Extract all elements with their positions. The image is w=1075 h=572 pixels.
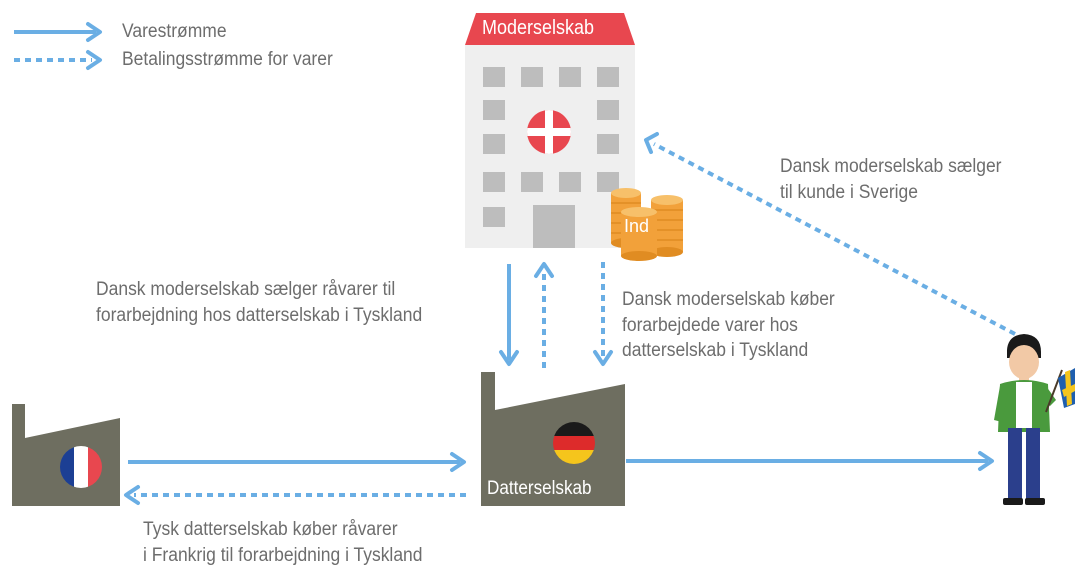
person-icon xyxy=(994,334,1075,505)
building-door xyxy=(533,205,575,248)
building-window xyxy=(483,207,505,227)
legend-solid-arrow xyxy=(14,22,102,42)
legend-dotted-label: Betalingsstrømme for varer xyxy=(122,49,333,70)
arrow-france-to-subsidiary xyxy=(128,452,466,472)
arrow-payment-up xyxy=(534,262,554,368)
annotation-line: Dansk moderselskab sælger xyxy=(780,156,1002,177)
building-window xyxy=(483,172,505,192)
arrow-raw-materials-down xyxy=(499,264,519,366)
annotation-parent-to-customer: Dansk moderselskab sælger til kunde i Sv… xyxy=(780,154,1002,205)
france-flag-icon xyxy=(60,446,102,488)
building-window xyxy=(483,134,505,154)
french-factory xyxy=(12,404,120,506)
legend-solid-label: Varestrømme xyxy=(122,21,227,42)
annotation-line: til kunde i Sverige xyxy=(780,181,918,203)
annotation-raw-materials: Dansk moderselskab sælger råvarer til fo… xyxy=(96,277,422,328)
coins-label: Ind xyxy=(624,216,650,236)
building-window xyxy=(521,172,543,192)
building-window xyxy=(597,172,619,192)
building-window xyxy=(483,67,505,87)
annotation-line: Dansk moderselskab sælger råvarer til xyxy=(96,279,396,300)
legend xyxy=(14,22,102,70)
building-window xyxy=(483,100,505,120)
parent-company-building xyxy=(465,13,683,261)
building-window xyxy=(597,134,619,154)
annotation-line: forarbejdede varer hos xyxy=(622,314,798,336)
arrow-payment-to-france xyxy=(124,485,466,505)
annotation-line: datterselskab i Tyskland xyxy=(622,340,809,362)
subsidiary-label: Datterselskab xyxy=(487,478,592,499)
arrow-customer-payment xyxy=(644,132,1016,336)
annotation-line: i Frankrig til forarbejdning i Tyskland xyxy=(143,544,423,566)
parent-roof-label: Moderselskab xyxy=(482,17,595,39)
building-windows xyxy=(483,67,619,227)
denmark-flag-icon xyxy=(527,110,571,154)
annotation-line: Dansk moderselskab køber xyxy=(622,289,835,310)
building-window xyxy=(559,172,581,192)
building-window xyxy=(559,67,581,87)
annotation-line: Tysk datterselskab køber råvarer xyxy=(143,519,398,540)
sweden-flag-icon xyxy=(1045,368,1075,413)
germany-flag-icon xyxy=(553,422,595,464)
annotation-line: forarbejdning hos datterselskab i Tyskla… xyxy=(96,304,423,326)
annotation-france-purchase: Tysk datterselskab køber råvarer i Frank… xyxy=(143,517,422,568)
arrow-goods-dotted-down xyxy=(593,262,613,366)
subsidiary-factory xyxy=(481,372,625,506)
building-roof xyxy=(465,13,635,45)
annotation-processed-goods: Dansk moderselskab køber forarbejdede va… xyxy=(622,287,835,364)
arrow-subsidiary-to-customer xyxy=(626,451,994,471)
building-window xyxy=(521,67,543,87)
building-window xyxy=(597,100,619,120)
building-window xyxy=(597,67,619,87)
coins-icon xyxy=(611,188,683,261)
legend-dotted-arrow xyxy=(14,50,102,70)
